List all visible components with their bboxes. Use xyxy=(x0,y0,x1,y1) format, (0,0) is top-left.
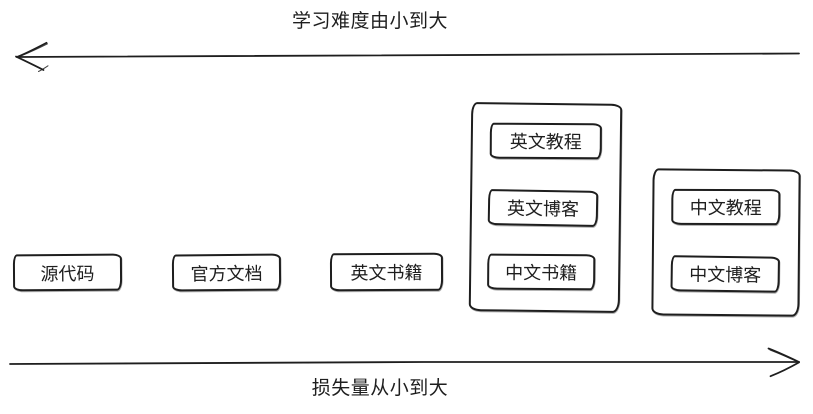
box-english-books: 英文书籍 xyxy=(329,252,444,292)
group-box-2: 中文教程 中文博客 xyxy=(651,168,801,317)
left-arrow-head-upper xyxy=(16,41,48,58)
box-chinese-blog: 中文博客 xyxy=(670,255,780,293)
box-chinese-book: 中文书籍 xyxy=(487,253,596,291)
box-label: 源代码 xyxy=(40,263,95,285)
left-arrow-head-lower xyxy=(15,55,45,71)
box-chinese-tutorial: 中文教程 xyxy=(671,188,781,226)
group-box-1: 英文教程 英文博客 中文书籍 xyxy=(468,102,623,313)
box-official-docs: 官方文档 xyxy=(171,253,282,292)
left-arrow-head-lower-flick xyxy=(38,65,49,72)
box-label: 中文书籍 xyxy=(505,262,578,285)
left-arrow-icon xyxy=(15,41,800,72)
box-label: 中文教程 xyxy=(689,197,762,220)
right-arrow-head-upper-double xyxy=(769,349,796,362)
box-label: 英文博客 xyxy=(506,198,580,221)
box-label: 英文教程 xyxy=(509,131,582,154)
box-english-blog: 英文博客 xyxy=(487,189,599,227)
box-source-code: 源代码 xyxy=(12,253,123,292)
left-arrow-shaft xyxy=(16,52,800,58)
left-arrow-head-upper-double xyxy=(20,43,48,57)
right-arrow-head-upper xyxy=(767,347,800,363)
box-label: 英文书籍 xyxy=(350,262,423,285)
right-arrow-head-lower xyxy=(769,361,800,378)
right-arrow-shaft xyxy=(9,360,800,365)
top-axis-label: 学习难度由小到大 xyxy=(291,10,448,32)
box-label: 中文博客 xyxy=(689,264,762,287)
bottom-axis-label: 损失量从小到大 xyxy=(311,377,449,399)
box-english-tutorial: 英文教程 xyxy=(489,122,602,160)
box-label: 官方文档 xyxy=(190,263,263,285)
right-arrow-icon xyxy=(9,347,800,378)
